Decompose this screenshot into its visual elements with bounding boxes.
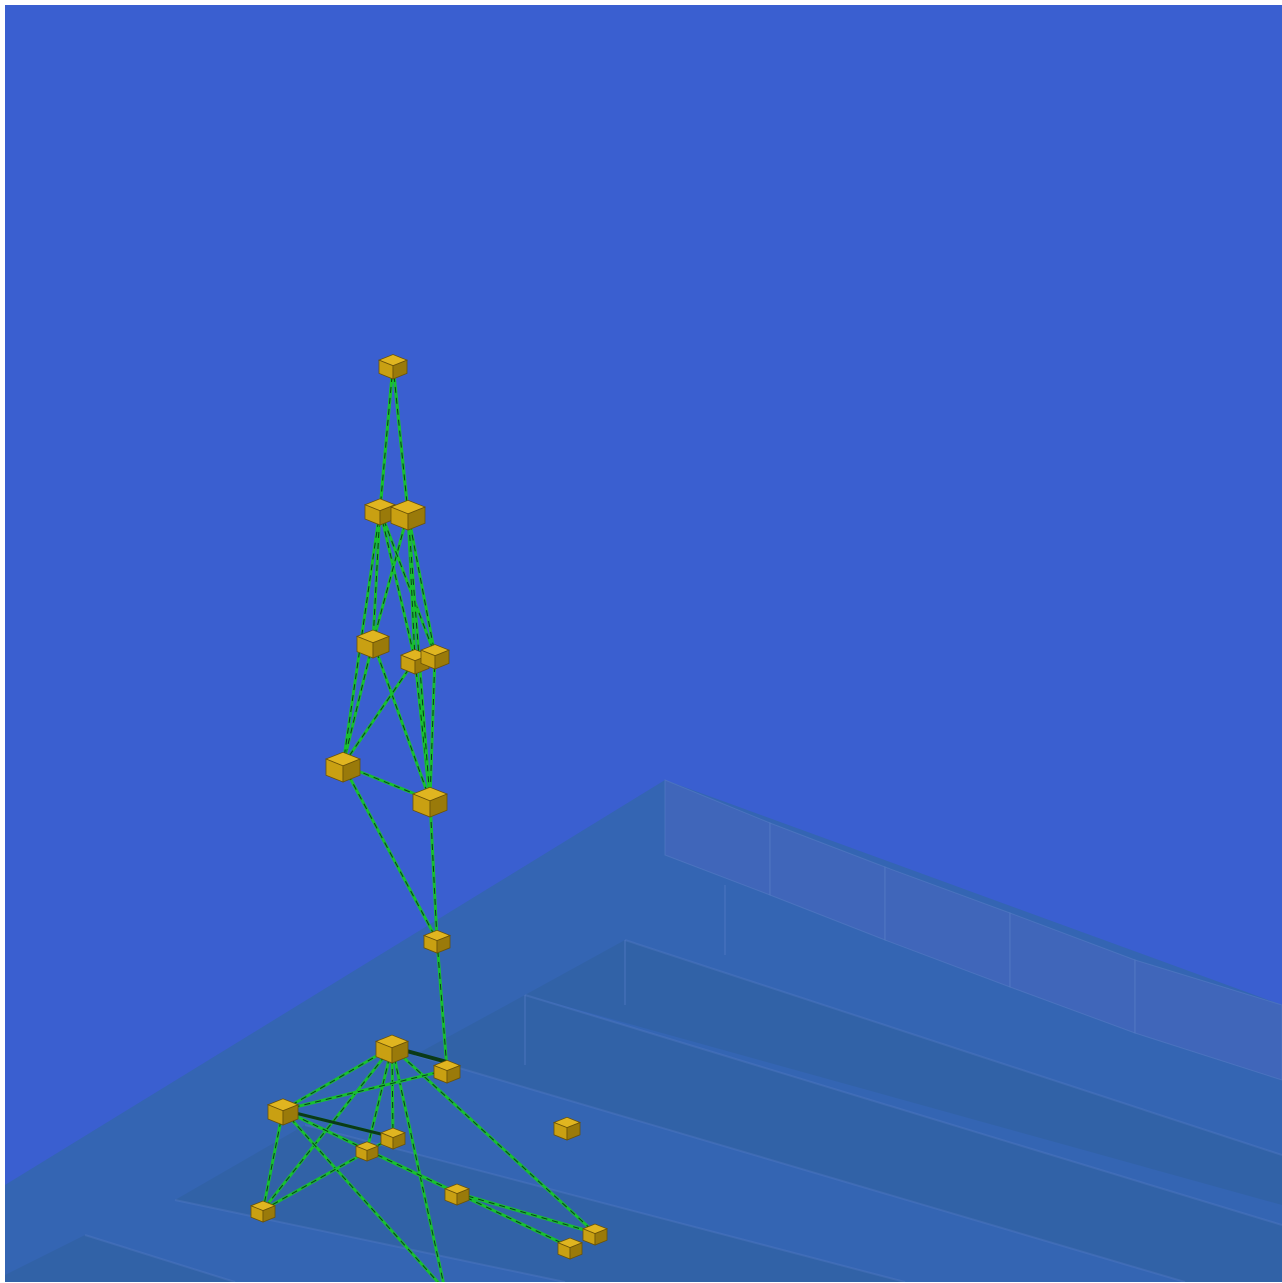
spring-link-dash	[392, 364, 409, 514]
cube-icon[interactable]	[363, 498, 397, 526]
cube-icon[interactable]	[556, 1237, 584, 1260]
floor-grid-line	[174, 1199, 566, 1282]
spring-link-dash	[414, 659, 431, 801]
spring-link-dash	[456, 1192, 596, 1234]
spring-link-dash	[429, 799, 438, 941]
cube-icon[interactable]	[379, 1127, 407, 1150]
cube-icon[interactable]	[422, 929, 452, 954]
floor-band	[525, 940, 1282, 1205]
spring-link-dash	[262, 1109, 284, 1211]
spring-link-dash	[342, 764, 438, 941]
spring-link	[435, 939, 449, 1071]
spring-link-dash	[282, 1109, 439, 1282]
spring-link-dash	[282, 1046, 393, 1111]
spring-link-dash	[342, 509, 381, 766]
cube-icon[interactable]	[432, 1059, 462, 1084]
spring-link	[282, 1068, 448, 1112]
cube-icon[interactable]	[443, 1183, 471, 1206]
links-group	[261, 364, 597, 1282]
floor-band	[415, 995, 1282, 1282]
spring-link-dash	[391, 1046, 596, 1234]
wall-panel	[1134, 959, 1282, 1081]
floor-grid-line	[304, 1124, 906, 1282]
floor-grid-line	[624, 939, 1282, 1156]
spring-link-dash	[429, 654, 436, 801]
cube-icon[interactable]	[266, 1098, 300, 1126]
spring-link-dash	[372, 512, 409, 643]
cube-icon[interactable]	[581, 1223, 609, 1246]
floor-grid-line	[524, 994, 1282, 1226]
floor-band	[5, 1235, 235, 1282]
nodes-group	[249, 354, 609, 1260]
cube-icon[interactable]	[377, 354, 409, 380]
floor-grid-line	[84, 1234, 236, 1282]
cube-icon[interactable]	[552, 1116, 582, 1141]
spring-link	[341, 659, 417, 766]
spring-link	[341, 641, 375, 766]
spring-link-dash	[379, 364, 394, 511]
tether-link	[282, 1108, 394, 1139]
floor-band	[175, 1125, 905, 1282]
floor-grid-line	[414, 1054, 1186, 1282]
spring-link-dash	[379, 509, 416, 661]
cube-icon[interactable]	[411, 786, 449, 818]
cube-icon[interactable]	[389, 499, 427, 531]
spring-link-dash	[366, 1149, 458, 1194]
cube-icon[interactable]	[355, 629, 391, 659]
spring-link-dash	[262, 1046, 393, 1211]
spring-link-dash	[372, 509, 381, 643]
spring-link-dash	[407, 512, 436, 656]
spring-link-dash	[391, 1046, 444, 1282]
spring-link-dash	[372, 641, 431, 801]
3d-viewport[interactable]	[5, 5, 1282, 1282]
cube-icon[interactable]	[354, 1141, 380, 1162]
cube-icon[interactable]	[324, 751, 362, 783]
physics-scene[interactable]	[5, 5, 1282, 1282]
cube-icon[interactable]	[374, 1034, 410, 1064]
spring-link-dash	[379, 509, 436, 656]
cube-icon[interactable]	[419, 644, 451, 670]
cube-icon[interactable]	[249, 1200, 277, 1223]
